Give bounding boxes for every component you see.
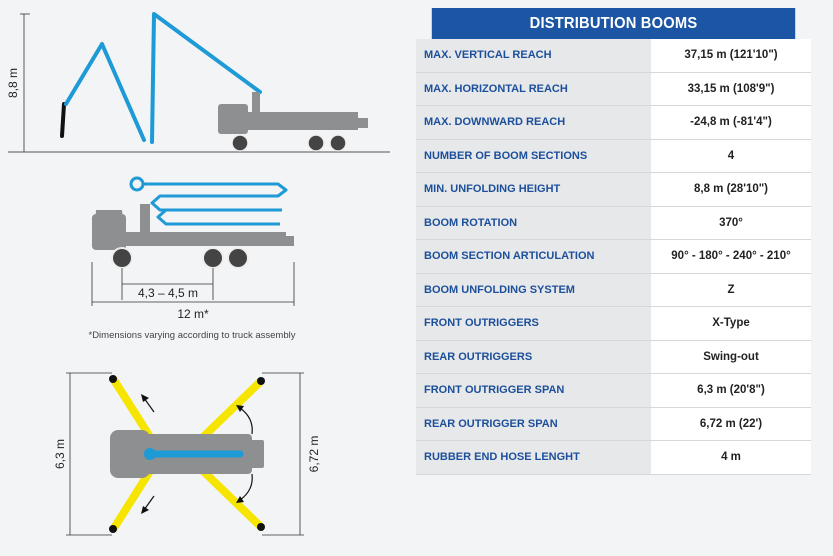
axle-spacing-label: 4,3 – 4,5 m	[138, 286, 198, 300]
spec-label: BOOM UNFOLDING SYSTEM	[416, 273, 651, 306]
spec-value: -24,8 m (-81'4")	[651, 106, 811, 139]
spec-value: 370°	[651, 206, 811, 239]
dimension-footnote: *Dimensions varying according to truck a…	[89, 330, 296, 341]
spec-value: X-Type	[651, 307, 811, 340]
truck-length-label: 12 m*	[177, 307, 209, 321]
spec-label: BOOM SECTION ARTICULATION	[416, 240, 651, 273]
outrigger-top-view: 6,3 m 6,72 m	[53, 372, 321, 536]
boom-diagrams: 8,8 m	[6, 12, 390, 536]
front-span-label: 6,3 m	[53, 439, 67, 469]
unfold-height-label: 8,8 m	[6, 68, 20, 98]
spec-value: 33,15 m (108'9")	[651, 72, 811, 105]
table-title: DISTRIBUTION BOOMS	[431, 8, 796, 39]
spec-value: Swing-out	[651, 340, 811, 373]
spec-label: MAX. DOWNWARD REACH	[416, 106, 651, 139]
spec-value: 6,72 m (22')	[651, 407, 811, 440]
spec-label: BOOM ROTATION	[416, 206, 651, 239]
spec-value: Z	[651, 273, 811, 306]
spec-value: 6,3 m (20'8")	[651, 374, 811, 407]
spec-label: NUMBER OF BOOM SECTIONS	[416, 139, 651, 172]
spec-row: MAX. DOWNWARD REACH-24,8 m (-81'4")	[416, 106, 811, 140]
spec-label: REAR OUTRIGGERS	[416, 340, 651, 373]
spec-label: RUBBER END HOSE LENGHT	[416, 441, 651, 474]
spec-value: 37,15 m (121'10")	[651, 39, 811, 72]
spec-label: FRONT OUTRIGGER SPAN	[416, 374, 651, 407]
spec-value: 8,8 m (28'10")	[651, 173, 811, 206]
spec-label: MIN. UNFOLDING HEIGHT	[416, 173, 651, 206]
spec-value: 90° - 180° - 240° - 210°	[651, 240, 811, 273]
spec-label: FRONT OUTRIGGERS	[416, 307, 651, 340]
spec-label: REAR OUTRIGGER SPAN	[416, 407, 651, 440]
spec-label: MAX. HORIZONTAL REACH	[416, 72, 651, 105]
spec-label: MAX. VERTICAL REACH	[416, 39, 651, 72]
rear-span-label: 6,72 m	[307, 436, 321, 473]
spec-value: 4 m	[651, 441, 811, 474]
folded-truck-view: 4,3 – 4,5 m 12 m* *Dimensions varying ac…	[89, 176, 296, 341]
unfolding-side-view: 8,8 m	[6, 12, 390, 153]
spec-value: 4	[651, 139, 811, 172]
